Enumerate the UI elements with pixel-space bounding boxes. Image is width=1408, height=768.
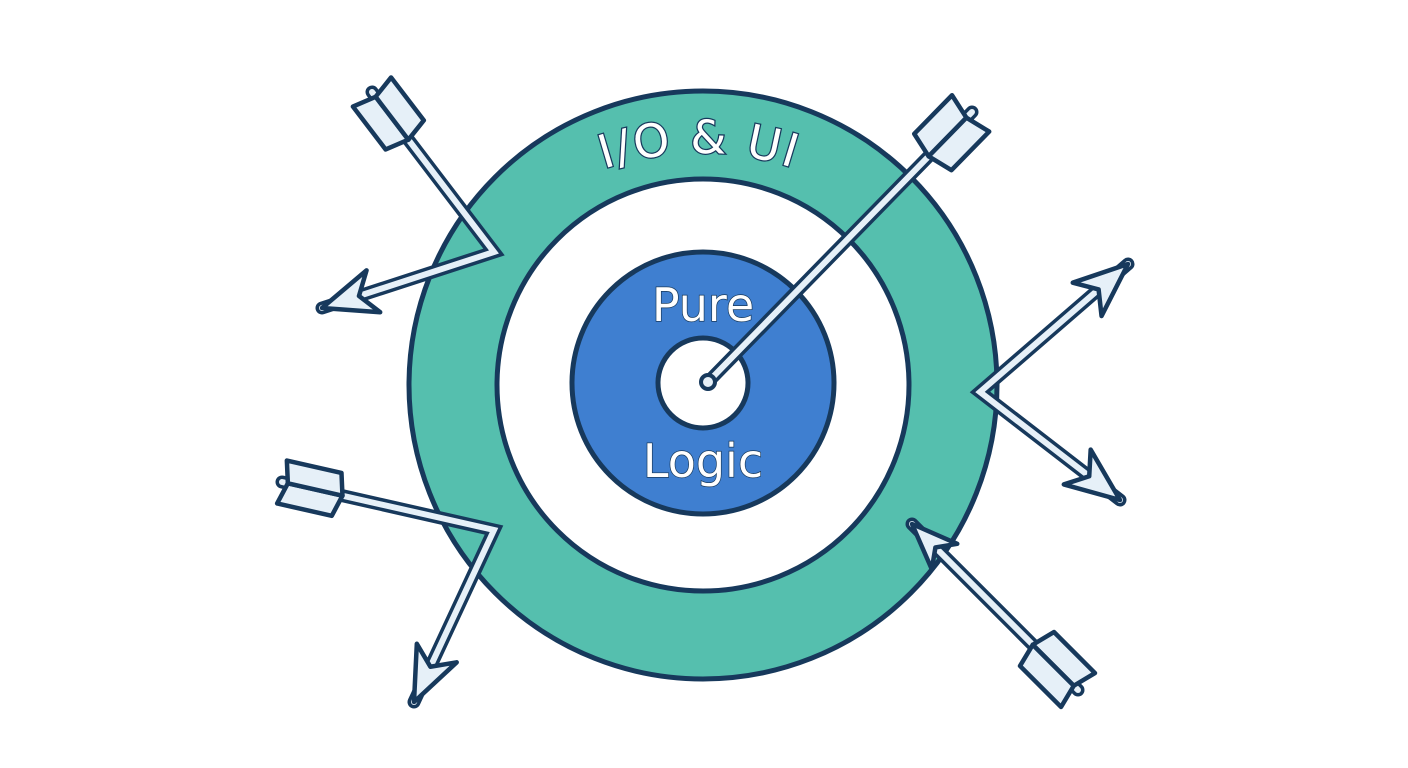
arrow-fletching <box>284 458 345 498</box>
arrow-head <box>1061 447 1123 503</box>
arrow-tip <box>699 373 717 391</box>
arrow-icon <box>699 93 992 391</box>
arrows-group <box>274 75 1135 710</box>
arrow-fletching <box>373 75 427 142</box>
arrow-head <box>411 641 459 705</box>
arrow-shaft <box>975 261 1131 503</box>
arrow-icon <box>905 517 1098 710</box>
arrow-head <box>1070 261 1131 319</box>
arrow-fletching <box>1017 642 1077 710</box>
arrow-icon <box>315 75 505 315</box>
arrow-icon <box>969 257 1135 507</box>
core-label-top: Pure <box>652 278 754 332</box>
arrow-shaft <box>279 479 499 705</box>
arrow-shaft <box>319 89 499 311</box>
arrow-head <box>319 268 383 315</box>
core-label-bottom: Logic <box>643 434 763 488</box>
arrow-fletching <box>926 115 992 173</box>
arrow-icon <box>274 458 504 709</box>
arrow-head <box>909 521 960 572</box>
